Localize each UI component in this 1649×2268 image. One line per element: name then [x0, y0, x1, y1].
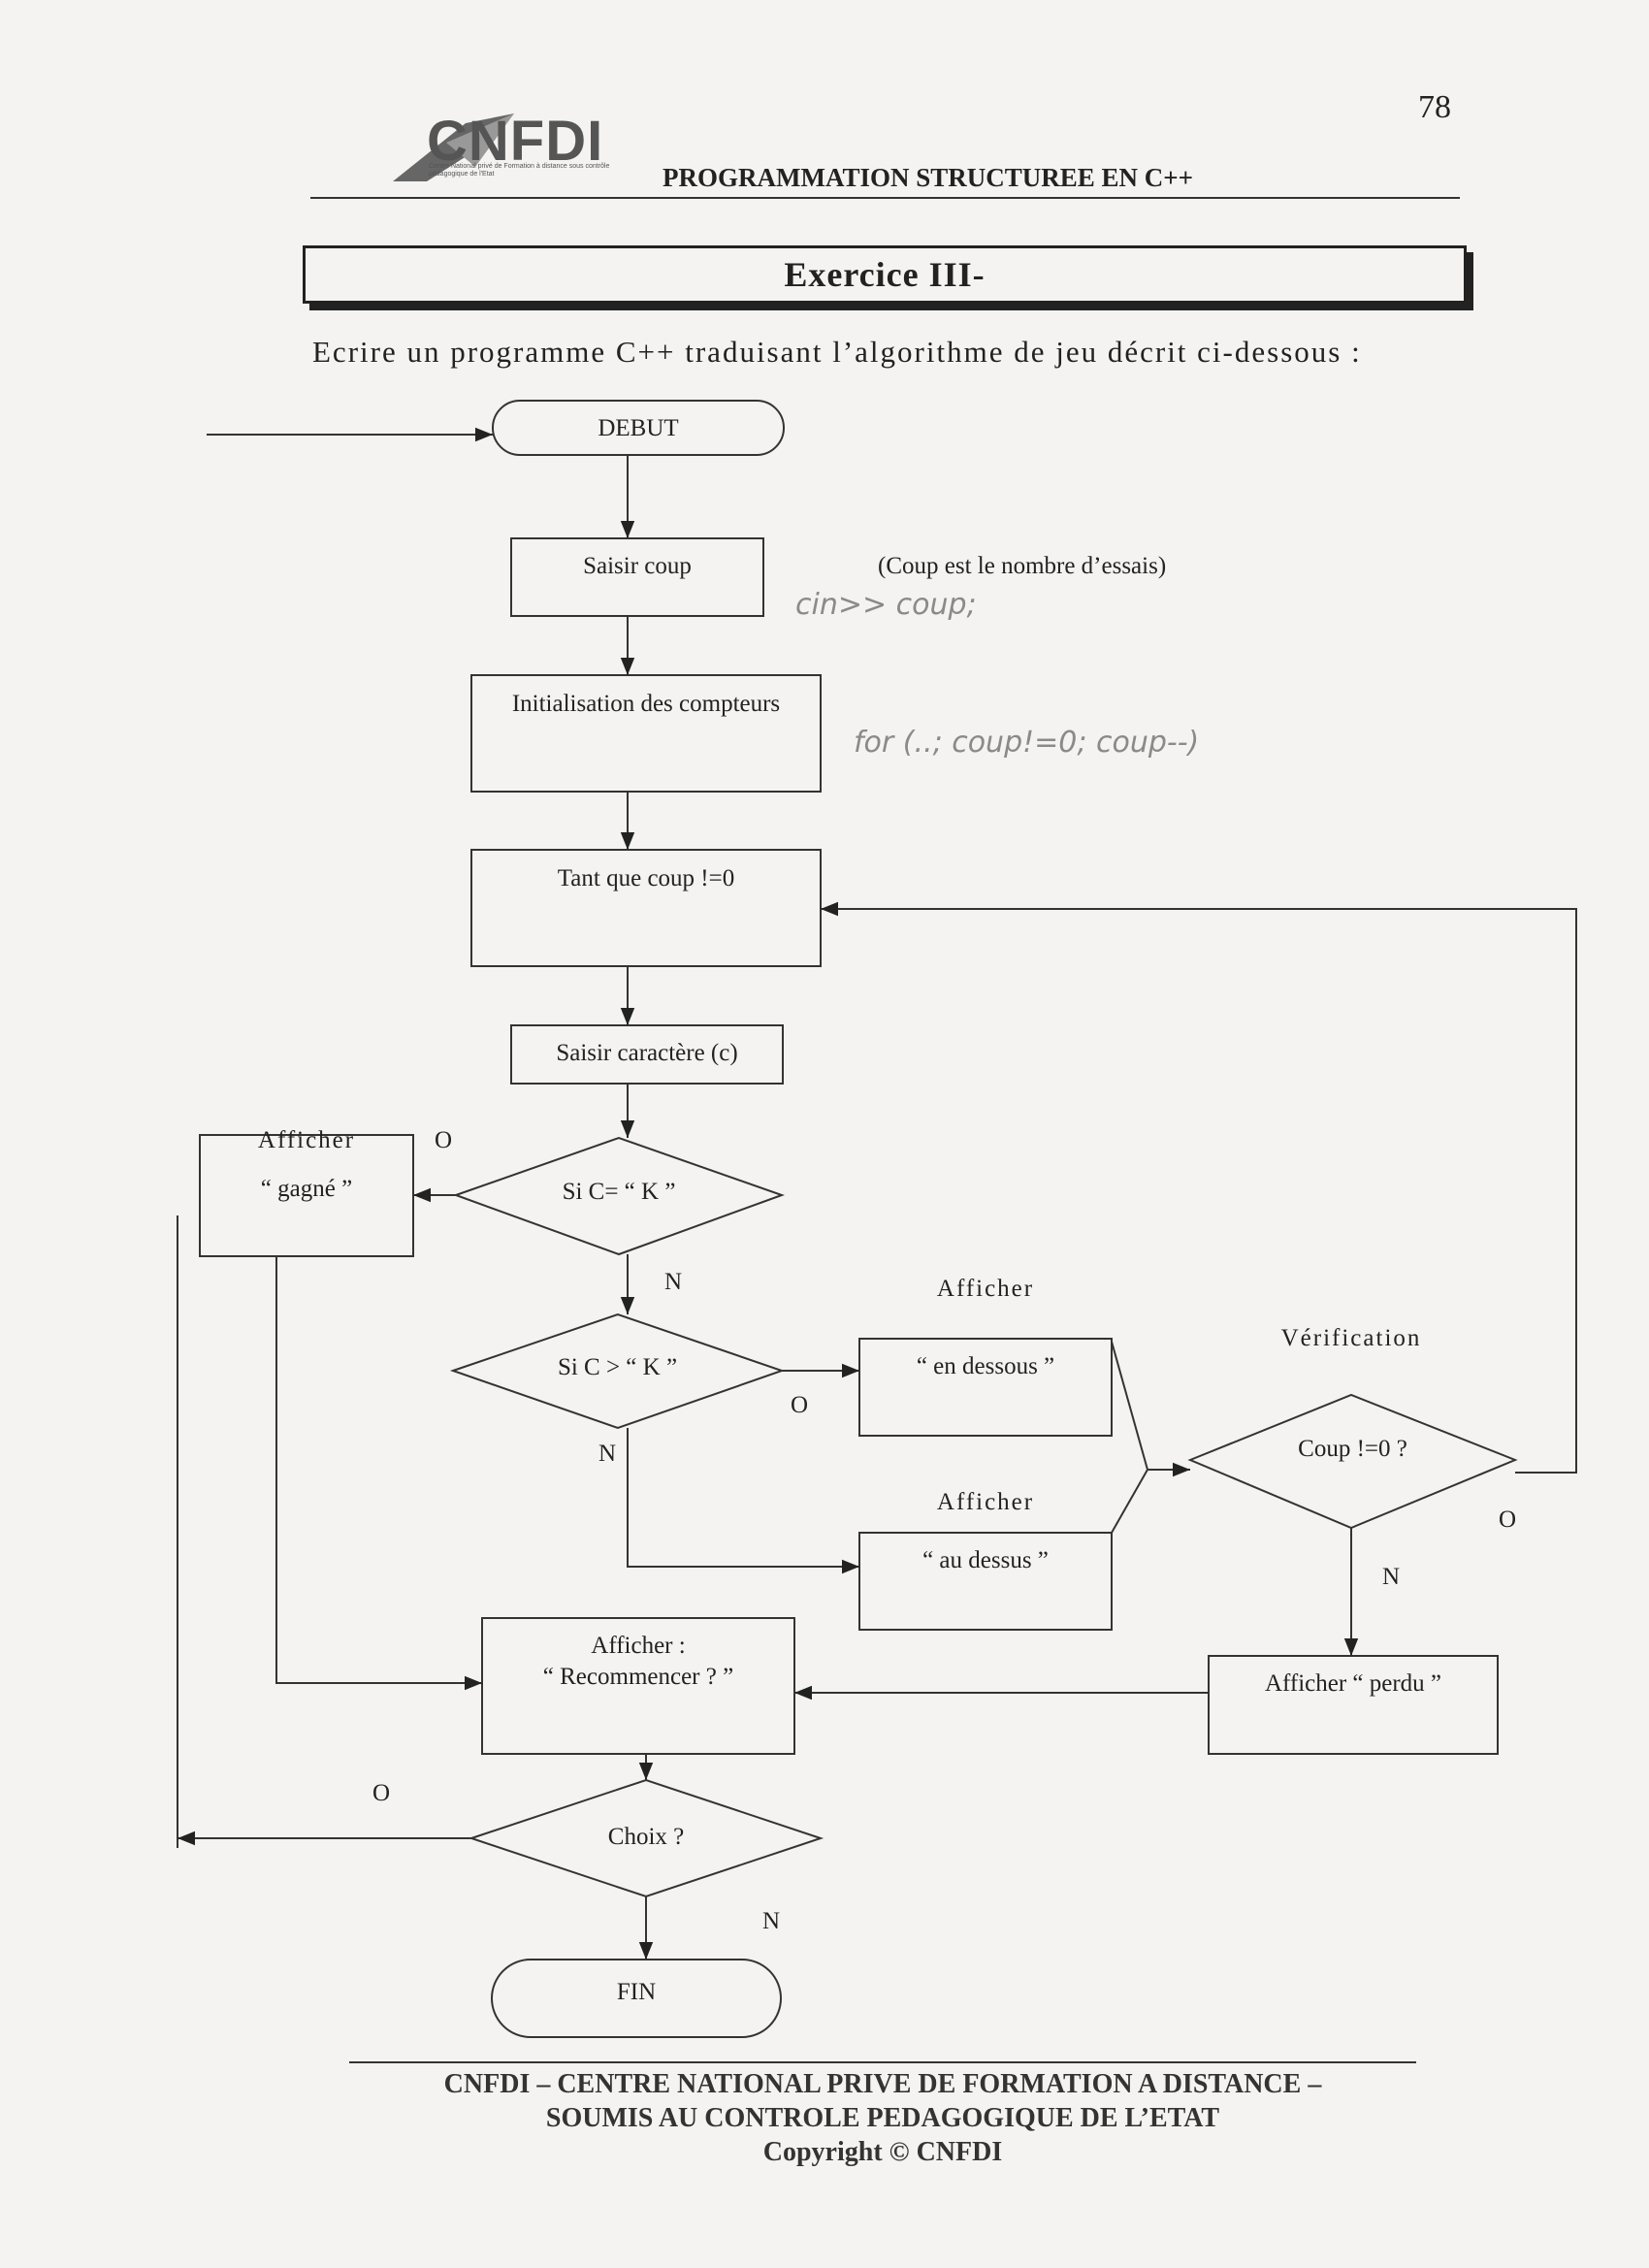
course-title: PROGRAMMATION STRUCTUREE EN C++	[663, 163, 1194, 192]
cond-equal-diamond	[453, 1136, 785, 1256]
page-number: 78	[1418, 89, 1451, 125]
input-coup-box	[510, 537, 764, 617]
verification-label: Vérification	[1280, 1325, 1422, 1351]
input-coup-label: Saisir coup	[583, 553, 692, 579]
logo-name: CNFDI	[427, 110, 604, 173]
footer-line2: SOUMIS AU CONTROLE PEDAGOGIQUE DE L’ETAT	[545, 2103, 1220, 2133]
triangle-arrow-logo-icon	[393, 113, 514, 181]
exercise-title: Exercice III-	[784, 255, 986, 294]
show-label-below: Afficher	[936, 1276, 1035, 1302]
cond-equal-label: Si C= “ K ”	[562, 1179, 676, 1205]
no-label-coup: N	[1382, 1564, 1401, 1590]
start-label: DEBUT	[598, 415, 679, 441]
cond-greater-label: Si C > “ K ”	[557, 1354, 678, 1380]
footer-line1: CNFDI – CENTRE NATIONAL PRIVE DE FORMATI…	[443, 2069, 1322, 2099]
note-coup: (Coup est le nombre d’essais)	[878, 553, 1167, 579]
input-char-box	[510, 1024, 784, 1085]
start-terminator	[492, 400, 785, 456]
loop-label: Tant que coup !=0	[557, 865, 735, 891]
restart-label-line2: “ Recommencer ? ”	[542, 1664, 734, 1690]
header-divider	[310, 197, 1460, 199]
no-label-equal: N	[664, 1269, 683, 1295]
end-terminator	[491, 1959, 782, 2038]
yes-label-greater: O	[791, 1392, 809, 1418]
init-label: Initialisation des compteurs	[511, 691, 781, 717]
choice-diamond	[468, 1778, 824, 1898]
lost-label: Afficher “ perdu ”	[1264, 1670, 1442, 1697]
exercise-title-box: Exercice III-	[303, 245, 1467, 304]
cond-coup-label: Coup !=0 ?	[1298, 1436, 1407, 1462]
no-label-greater: N	[598, 1441, 617, 1467]
below-label: “ en dessous ”	[916, 1353, 1055, 1379]
exercise-instruction: Ecrire un programme C++ traduisant l’alg…	[312, 335, 1362, 369]
handwritten-note-for: for (..; coup!=0; coup--)	[854, 726, 1200, 760]
logo-tagline: Centre National privé de Formation à dis…	[429, 163, 610, 178]
above-label: “ au dessus ”	[922, 1547, 1049, 1573]
above-box	[858, 1532, 1113, 1631]
footer-line3: Copyright © CNFDI	[762, 2137, 1003, 2167]
below-box	[858, 1338, 1113, 1437]
yes-label-equal: O	[435, 1127, 453, 1153]
yes-label-choice: O	[372, 1780, 391, 1806]
end-label: FIN	[616, 1979, 657, 2005]
show-label-won: Afficher	[257, 1127, 356, 1153]
input-char-label: Saisir caractère (c)	[556, 1040, 738, 1066]
show-label-above: Afficher	[936, 1489, 1035, 1515]
restart-label-line1: Afficher :	[591, 1633, 686, 1659]
won-label: “ gagné ”	[260, 1176, 353, 1202]
lost-box	[1208, 1655, 1499, 1755]
no-label-choice: N	[762, 1908, 781, 1934]
yes-label-coup: O	[1499, 1507, 1517, 1533]
footer-divider	[349, 2061, 1416, 2063]
handwritten-note-cin: cin>> coup;	[795, 588, 977, 622]
choice-label: Choix ?	[607, 1824, 685, 1850]
init-box	[470, 674, 822, 793]
cond-coup-diamond	[1187, 1393, 1518, 1530]
